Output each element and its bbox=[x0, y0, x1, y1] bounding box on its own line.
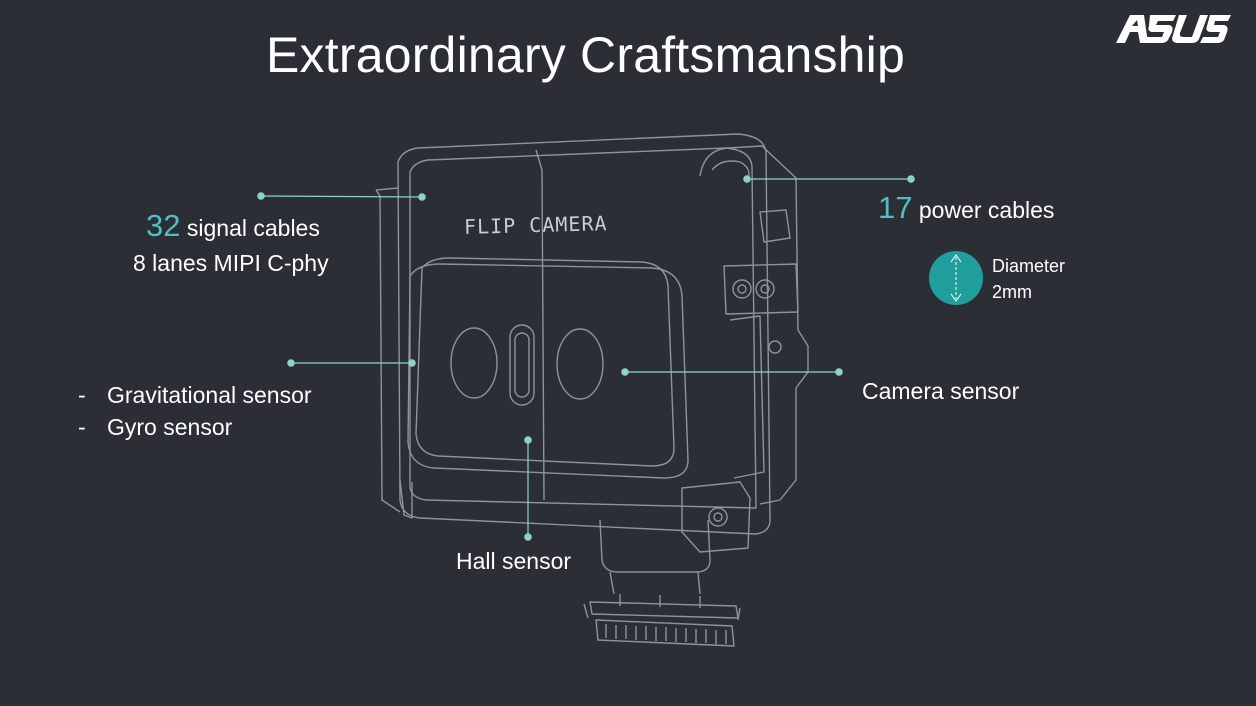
signal-count: 32 bbox=[146, 208, 181, 243]
page-title: Extraordinary Craftsmanship bbox=[266, 27, 905, 83]
bullet-dash: - bbox=[78, 414, 86, 440]
flip-camera-text: FLIP CAMERA bbox=[464, 211, 608, 239]
power-cables-label: 17 power cables bbox=[878, 190, 1054, 226]
signal-text: signal cables bbox=[186, 215, 320, 241]
mipi-text: 8 lanes MIPI C-phy bbox=[133, 250, 329, 276]
power-count: 17 bbox=[878, 190, 913, 225]
asus-logo bbox=[1114, 14, 1232, 52]
mipi-label: 8 lanes MIPI C-phy bbox=[133, 250, 329, 277]
hall-sensor-label: Hall sensor bbox=[456, 548, 572, 574]
bullet-dash: - bbox=[78, 382, 86, 408]
sensor-list: -Gravitational sensor -Gyro sensor bbox=[78, 379, 312, 443]
diameter-icon bbox=[929, 251, 983, 305]
camera-sensor-label: Camera sensor bbox=[862, 378, 1020, 404]
diameter-label: Diameter 2mm bbox=[992, 253, 1065, 305]
power-text: power cables bbox=[918, 197, 1055, 223]
sensor-text: Gravitational sensor bbox=[107, 382, 312, 408]
list-item: -Gravitational sensor bbox=[78, 379, 312, 411]
signal-cables-label: 32 signal cables bbox=[146, 208, 320, 244]
diameter-title: Diameter bbox=[992, 256, 1066, 276]
diameter-value: 2mm bbox=[992, 282, 1032, 302]
list-item: -Gyro sensor bbox=[78, 411, 312, 443]
sensor-text: Gyro sensor bbox=[107, 414, 233, 440]
